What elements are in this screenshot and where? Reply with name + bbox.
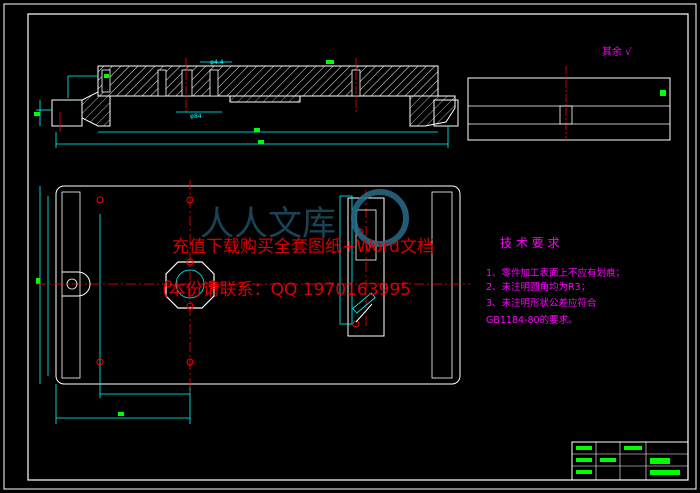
- central-bore: [175, 269, 205, 299]
- plan-bolt-hole-top: [96, 196, 104, 204]
- plan-view: [36, 180, 470, 424]
- watermark-logo-text: 人人文库: [200, 204, 336, 244]
- section-hole-3: [209, 69, 219, 97]
- left-flange: [51, 99, 83, 127]
- technical-requirements: 技 术 要 求 1、零件加工表面上不应有划痕； 2、未注明圆角均为R3； 3、未…: [486, 236, 625, 326]
- tech-req-title: 技 术 要 求: [500, 236, 559, 250]
- tech-req-item-2: 2、未注明圆角均为R3；: [486, 281, 590, 293]
- side-view: [467, 66, 671, 141]
- section-hole-5: [101, 69, 111, 93]
- section-hole-2: [181, 69, 193, 97]
- tech-req-item-3: 3、未注明形状公差应符合: [486, 297, 597, 309]
- plan-left-rail: [61, 191, 81, 379]
- plan-right-rail: [431, 191, 453, 379]
- front-section-view: φ84 φ4.4: [34, 58, 459, 148]
- watermark-line-2: (本份请联系：QQ 1970163995: [162, 280, 411, 300]
- section-top-plate: [97, 65, 439, 97]
- plan-left-slot: [62, 271, 91, 297]
- dim-phi84: φ84: [190, 113, 202, 120]
- plan-bolt-hole-bottom: [96, 358, 104, 366]
- plan-outline: [55, 185, 461, 385]
- dim-phi44: φ4.4: [210, 59, 224, 66]
- watermark: 人人文库 充值下载购买全套图纸+Word文档 (本份请联系：QQ 1970163…: [162, 189, 434, 300]
- tech-req-item-4: GB1184-80的要求。: [486, 314, 578, 326]
- drawing-frame: [27, 13, 689, 481]
- tech-req-item-1: 1、零件加工表面上不应有划痕；: [486, 267, 625, 279]
- watermark-line-1: 充值下载购买全套图纸+Word文档: [172, 237, 434, 257]
- side-view-outline: [467, 77, 671, 141]
- title-block-frame: [571, 441, 689, 481]
- watermark-logo-ring: [351, 189, 409, 247]
- surface-roughness-note: 其余 √: [602, 45, 632, 58]
- title-block: [571, 441, 689, 481]
- right-flange: [433, 99, 459, 127]
- outer-border: [3, 3, 697, 490]
- section-hole-1: [157, 69, 167, 97]
